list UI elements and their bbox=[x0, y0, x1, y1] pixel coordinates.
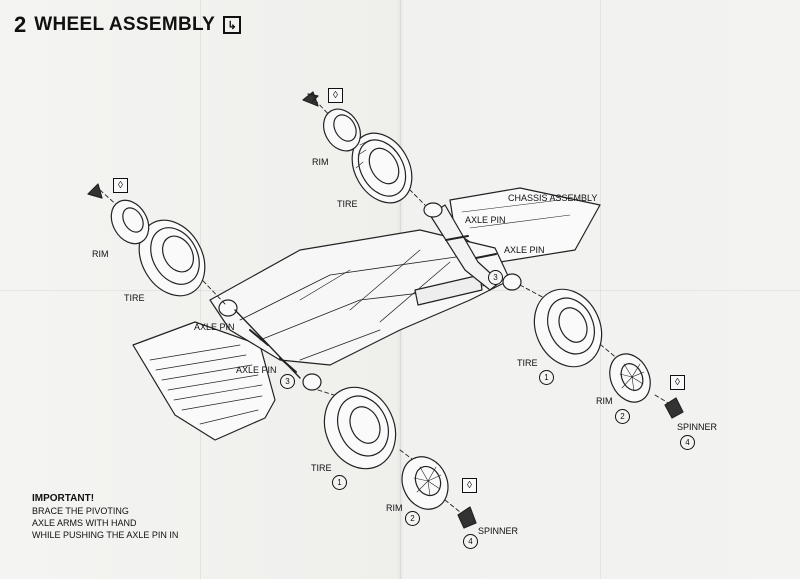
step-marker: 2 bbox=[405, 511, 420, 526]
label-axle-pin: AXLE PIN bbox=[465, 215, 506, 225]
important-line: WHILE PUSHING THE AXLE PIN IN bbox=[32, 530, 179, 540]
glue-drop-icon: ◊ bbox=[462, 478, 477, 493]
label-tire: TIRE bbox=[124, 293, 145, 303]
wheel-tire-front-right bbox=[323, 386, 397, 470]
important-line: AXLE ARMS WITH HAND bbox=[32, 518, 137, 528]
important-heading: IMPORTANT! bbox=[32, 493, 95, 504]
axle-pin bbox=[279, 357, 297, 373]
label-axle-pin: AXLE PIN bbox=[236, 365, 277, 375]
chassis-frame bbox=[209, 229, 511, 366]
axle-pin bbox=[249, 329, 269, 346]
step-number: 2 bbox=[14, 12, 27, 37]
wheel-tire-rear-upper bbox=[351, 132, 413, 204]
wheel-rim-front-left bbox=[110, 199, 150, 245]
spinner-front-left bbox=[87, 183, 103, 199]
chassis-front-plate bbox=[132, 321, 276, 441]
wheel-rim-front-right bbox=[401, 456, 449, 510]
label-tire: TIRE bbox=[517, 358, 538, 368]
spinner-rear-right bbox=[664, 397, 684, 419]
label-axle-pin: AXLE PIN bbox=[504, 245, 545, 255]
page-title: 2 WHEEL ASSEMBLY ↳ bbox=[14, 12, 242, 38]
step-marker: 3 bbox=[280, 374, 295, 389]
label-tire: TIRE bbox=[337, 199, 358, 209]
wheel-tire-rear-right bbox=[533, 288, 603, 368]
section-title: WHEEL ASSEMBLY bbox=[34, 14, 216, 35]
manual-icon: ↳ bbox=[223, 16, 242, 34]
glue-drop-icon: ◊ bbox=[328, 88, 343, 103]
label-tire: TIRE bbox=[311, 463, 332, 473]
step-marker: 1 bbox=[539, 370, 554, 385]
label-chassis-assembly: CHASSIS ASSEMBLY bbox=[508, 193, 598, 203]
label-spinner: SPINNER bbox=[677, 422, 718, 432]
axle-pin bbox=[475, 253, 497, 259]
glue-drop-icon: ◊ bbox=[113, 178, 128, 193]
label-rim: RIM bbox=[92, 249, 109, 259]
front-plate-grille bbox=[149, 344, 263, 425]
front-axle-hub-right bbox=[302, 373, 322, 391]
label-axle-pin: AXLE PIN bbox=[194, 322, 235, 332]
axle-pin bbox=[445, 235, 469, 241]
step-marker: 4 bbox=[463, 534, 478, 549]
fold-line bbox=[600, 0, 601, 579]
wheel-rim-rear-upper bbox=[323, 108, 361, 152]
label-rim: RIM bbox=[386, 503, 403, 513]
spinner-rear-upper bbox=[302, 91, 319, 107]
front-axle-hub-left bbox=[218, 299, 238, 317]
step-marker: 2 bbox=[615, 409, 630, 424]
step-marker: 4 bbox=[680, 435, 695, 450]
step-marker: 3 bbox=[488, 270, 503, 285]
label-rim: RIM bbox=[596, 396, 613, 406]
wheel-tire-front-left bbox=[138, 219, 206, 297]
important-note: IMPORTANT! BRACE THE PIVOTING AXLE ARMS … bbox=[32, 493, 178, 541]
spinner-front-right bbox=[457, 506, 477, 529]
important-line: BRACE THE PIVOTING bbox=[32, 506, 129, 516]
glue-drop-icon: ◊ bbox=[670, 375, 685, 390]
label-rim: RIM bbox=[312, 157, 329, 167]
step-marker: 1 bbox=[332, 475, 347, 490]
wheel-rim-rear-right bbox=[609, 353, 651, 403]
label-spinner: SPINNER bbox=[478, 526, 519, 536]
fold-line bbox=[200, 0, 201, 579]
